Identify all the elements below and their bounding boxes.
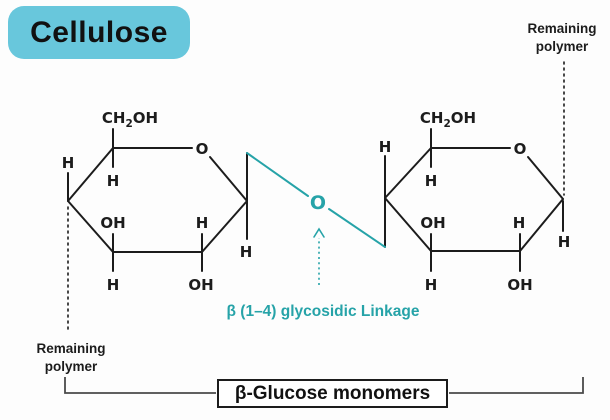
ring-oxygen-label: O <box>196 140 209 158</box>
ch2oh-suffix: OH <box>451 109 476 127</box>
bracket-right <box>449 377 584 394</box>
oh-label: OH <box>188 276 213 294</box>
h-label: H <box>107 276 120 294</box>
ring-edge-c3-c4 <box>384 197 432 252</box>
ring-edge-c4-c5 <box>384 147 432 199</box>
monomers-label: β-Glucose monomers <box>234 382 431 404</box>
left-glucose-ring: O CH2OH H H OH H H OH H <box>62 109 253 294</box>
h-label: H <box>379 138 392 156</box>
h-label: H <box>513 214 526 232</box>
glycosidic-bond-left <box>246 152 309 197</box>
ch2oh-suffix: OH <box>133 109 158 127</box>
ring-edge-c3-c4 <box>67 200 114 253</box>
remaining-polymer-label: Remaining <box>527 21 596 36</box>
h-label: H <box>107 172 120 190</box>
h-label: H <box>425 172 438 190</box>
oh-label: OH <box>420 214 445 232</box>
ch2oh-label: CH2OH <box>102 109 158 130</box>
h-label: H <box>240 243 253 261</box>
h-label: H <box>425 276 438 294</box>
linkage-arrow-head-icon <box>313 227 325 238</box>
monomers-box: β-Glucose monomers <box>217 379 448 408</box>
ch2oh-subscript: 2 <box>125 118 132 130</box>
bracket-left <box>64 377 216 394</box>
page-title: Cellulose <box>30 15 168 49</box>
monomers-bracket <box>64 377 584 394</box>
h-label: H <box>196 214 209 232</box>
ring-edge-o-c1 <box>527 156 564 200</box>
glycosidic-bond-right <box>328 208 386 248</box>
title-badge: Cellulose <box>8 6 190 59</box>
glycosidic-linkage: O β (1–4) glycosidic Linkage <box>227 152 420 320</box>
ch2oh-label: CH2OH <box>420 109 476 130</box>
ring-edge-c4-c5 <box>67 147 114 202</box>
remaining-polymer-left: Remaining polymer <box>36 206 106 374</box>
linkage-label: β (1–4) glycosidic Linkage <box>227 303 420 320</box>
ch2oh-prefix: CH <box>102 109 126 127</box>
remaining-polymer-label: Remaining <box>36 341 105 356</box>
right-glucose-ring: O CH2OH H H OH H H OH H <box>379 109 571 294</box>
glycosidic-oxygen-label: O <box>310 192 326 214</box>
ring-oxygen-label: O <box>514 140 527 158</box>
ring-edge-c1-c2 <box>201 200 248 253</box>
remaining-polymer-right: Remaining polymer <box>527 21 597 196</box>
ring-edge-o-c1 <box>209 156 248 202</box>
h-label: H <box>62 154 75 172</box>
remaining-polymer-label: polymer <box>45 359 98 374</box>
oh-label: OH <box>507 276 532 294</box>
ch2oh-subscript: 2 <box>443 118 450 130</box>
oh-label: OH <box>100 214 125 232</box>
ch2oh-prefix: CH <box>420 109 444 127</box>
ring-edge-c1-c2 <box>519 198 564 252</box>
h-label: H <box>558 233 571 251</box>
remaining-polymer-label: polymer <box>536 39 589 54</box>
